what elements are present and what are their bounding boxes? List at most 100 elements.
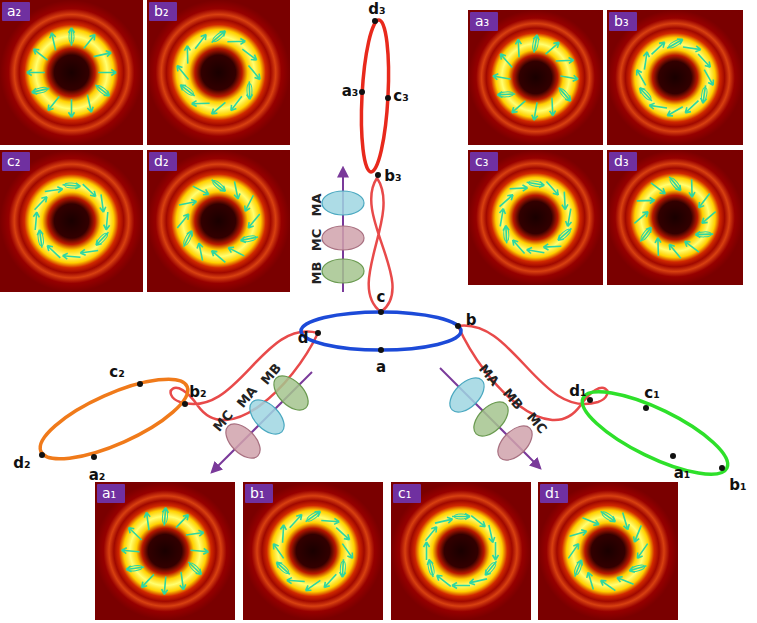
polarization-ellipse bbox=[697, 232, 711, 237]
polarization-arrow bbox=[212, 180, 226, 192]
point-label: b₃ bbox=[384, 169, 401, 184]
polarization-arrow bbox=[532, 102, 538, 120]
polarization-arrow bbox=[699, 193, 710, 207]
state-point bbox=[378, 347, 384, 353]
state-point bbox=[670, 453, 676, 459]
polarization-arrow bbox=[100, 194, 106, 212]
polarization-arrow bbox=[698, 54, 710, 67]
polarization-arrow bbox=[527, 248, 545, 254]
beam-image bbox=[391, 482, 531, 620]
polarization-arrow bbox=[550, 98, 556, 116]
polarization-arrow bbox=[634, 525, 642, 542]
polarization-arrow bbox=[617, 577, 634, 585]
polarization-arrow bbox=[280, 525, 286, 543]
state-point bbox=[91, 454, 97, 460]
polarization-arrow bbox=[562, 192, 568, 210]
polarization-arrow bbox=[83, 184, 96, 196]
polarization-arrow bbox=[424, 542, 430, 560]
waveplate-label: MB bbox=[310, 262, 323, 285]
polarization-arrow bbox=[510, 185, 528, 191]
polarization-ellipse bbox=[601, 510, 615, 522]
polarization-arrow bbox=[637, 70, 646, 86]
polarization-arrow bbox=[179, 200, 197, 206]
point-label: c bbox=[377, 290, 386, 305]
polarization-arrow bbox=[342, 544, 352, 559]
polarization-arrow bbox=[321, 518, 339, 524]
polarization-arrow bbox=[180, 572, 186, 590]
polarization-arrow bbox=[227, 38, 245, 44]
polarization-arrow bbox=[287, 578, 305, 584]
polarization-arrow bbox=[452, 583, 470, 589]
polarization-ellipse bbox=[427, 561, 435, 576]
point-label: a bbox=[376, 360, 386, 375]
point-label: d₂ bbox=[13, 456, 30, 471]
polarization-arrow bbox=[558, 228, 572, 240]
tag-text: b₁ bbox=[250, 485, 265, 501]
polarization-ellipse bbox=[340, 561, 346, 575]
tag-text: b₃ bbox=[614, 13, 629, 29]
polarization-arrow bbox=[80, 249, 98, 255]
polarization-arrow bbox=[84, 35, 95, 49]
polarization-arrow bbox=[560, 75, 578, 81]
polarization-arrow bbox=[669, 244, 681, 258]
panel-tag: a₂ bbox=[2, 2, 30, 21]
polarization-arrow bbox=[191, 548, 209, 554]
intensity-ring bbox=[147, 0, 290, 145]
polarization-arrow bbox=[437, 575, 451, 586]
polarization-arrow bbox=[601, 511, 616, 521]
waveplate-disc bbox=[322, 226, 364, 250]
polarization-arrow bbox=[336, 528, 349, 540]
polarization-arrow bbox=[582, 518, 599, 526]
polarization-arrow bbox=[500, 54, 512, 68]
transfer-loop bbox=[369, 178, 393, 312]
polarization-arrow bbox=[273, 544, 283, 559]
polarization-arrow bbox=[623, 512, 630, 529]
polarization-arrow bbox=[180, 85, 194, 96]
polarization-arrow bbox=[176, 515, 188, 528]
tag-text: d₃ bbox=[614, 153, 629, 169]
polarization-arrow bbox=[242, 49, 256, 60]
polarization-arrow bbox=[50, 33, 56, 51]
panel-tag: d₃ bbox=[609, 152, 637, 171]
polarization-arrow bbox=[48, 96, 59, 110]
polarization-arrow bbox=[234, 181, 240, 199]
polarization-ellipse bbox=[573, 561, 583, 576]
polarization-arrow bbox=[685, 241, 699, 252]
tag-text: a₁ bbox=[102, 485, 116, 501]
intensity-ring bbox=[0, 150, 143, 292]
panel-tag: a₁ bbox=[97, 484, 125, 503]
polarization-arrow bbox=[188, 562, 201, 574]
panel-tag: c₃ bbox=[470, 152, 498, 171]
polarization-arrow bbox=[324, 574, 336, 587]
polarization-arrow bbox=[695, 231, 713, 237]
polarization-arrow bbox=[129, 528, 142, 540]
polarization-arrow bbox=[637, 544, 647, 559]
polarization-arrow bbox=[245, 195, 254, 211]
polarization-arrow bbox=[685, 101, 698, 113]
polarization-arrow bbox=[306, 511, 321, 521]
point-label: b₂ bbox=[189, 385, 206, 400]
point-label: b bbox=[466, 313, 477, 328]
polarization-arrow bbox=[306, 580, 321, 590]
polarization-arrow bbox=[515, 39, 521, 57]
polarization-arrow bbox=[640, 227, 651, 241]
polarization-arrow bbox=[248, 66, 260, 80]
polarization-arrow bbox=[142, 574, 154, 587]
polarization-arrow bbox=[122, 548, 140, 554]
intensity-ring bbox=[0, 0, 143, 145]
beam-image bbox=[468, 10, 603, 145]
polarization-arrow bbox=[162, 577, 168, 595]
polarization-arrow bbox=[493, 542, 499, 560]
polarization-ellipse bbox=[503, 227, 509, 241]
polarization-arrow bbox=[197, 243, 203, 261]
polarization-arrow bbox=[212, 31, 226, 43]
tag-text: c₂ bbox=[7, 153, 20, 169]
state-point bbox=[378, 309, 384, 315]
polarization-ellipse bbox=[528, 180, 543, 187]
beam-image bbox=[243, 482, 383, 620]
intensity-ring bbox=[391, 482, 531, 620]
intensity-ring bbox=[607, 150, 743, 285]
polarization-ellipse bbox=[162, 509, 168, 523]
polarization-arrow bbox=[340, 559, 346, 577]
